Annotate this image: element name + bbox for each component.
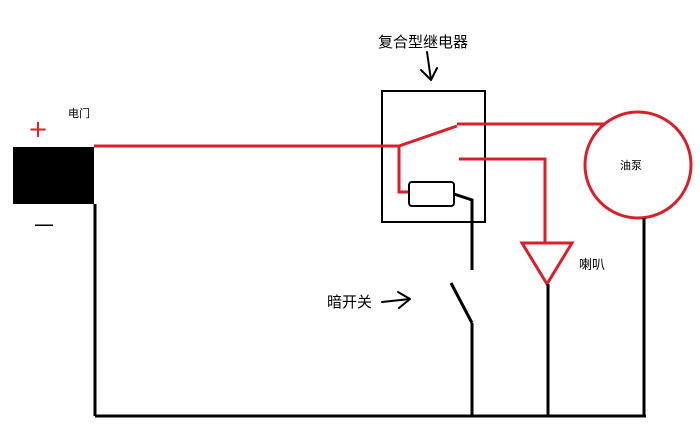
hidden-switch-contact (449, 282, 474, 324)
battery-minus-sign: — (34, 212, 54, 236)
red-wire-to-relay-coil (397, 146, 409, 194)
battery (13, 147, 94, 204)
relay-housing (381, 90, 486, 223)
horn-label: 喇叭 (579, 258, 605, 273)
switch-power-label: 电门 (68, 106, 90, 120)
coil-lead-wire (453, 192, 474, 270)
fuel-pump (583, 110, 693, 220)
red-wire-to-horn (459, 157, 547, 243)
relay-pointer-arrow (420, 51, 438, 81)
battery-plus-sign: + (28, 115, 48, 143)
hidden-switch-label: 暗开关 (327, 293, 372, 311)
horn-symbol (519, 241, 575, 287)
relay-switch-arm (398, 124, 458, 148)
relay-label: 复合型继电器 (378, 33, 468, 51)
fuel-pump-label: 油泵 (620, 158, 642, 172)
hidden-switch-pointer-arrow (381, 291, 411, 309)
relay-coil (408, 181, 455, 207)
